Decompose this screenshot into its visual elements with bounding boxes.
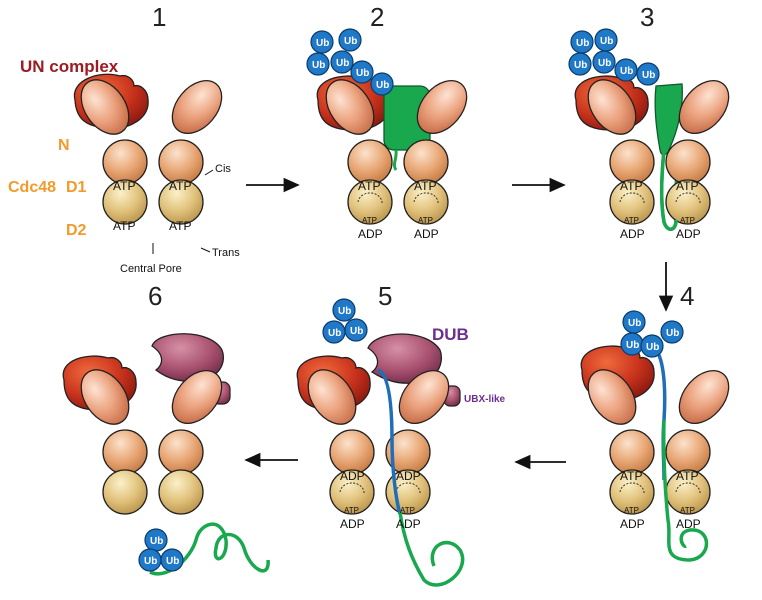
cis-pointer bbox=[204, 169, 214, 176]
ub-2d: Ub bbox=[336, 58, 349, 69]
label-n-domain: N bbox=[58, 137, 70, 154]
ub-4b: Ub bbox=[626, 340, 639, 351]
substrate-tail-2 bbox=[392, 149, 398, 171]
step-3-panel: ATP ATP ATP ADP ATP ADP Ub Ub Ub Ub Ub U… bbox=[568, 28, 740, 241]
step5-d1-left-adp: ADP bbox=[340, 469, 365, 483]
step2-d2-left-adp: ADP bbox=[358, 227, 383, 241]
step-1-panel: UN complex ATP ATP ATP ATP N Cdc48 D1 D2… bbox=[8, 57, 240, 275]
substrate-blue-5 bbox=[377, 368, 402, 515]
ub-4a: Ub bbox=[628, 318, 641, 329]
trans-pointer bbox=[200, 247, 211, 253]
substrate-green-4 bbox=[662, 419, 709, 562]
step-number-4: 4 bbox=[680, 281, 694, 311]
ub-2a: Ub bbox=[316, 38, 329, 49]
ub-chain-4: Ub Ub Ub Ub bbox=[620, 310, 684, 358]
ub-6b: Ub bbox=[144, 556, 157, 567]
ub-5b: Ub bbox=[328, 328, 341, 339]
d1-left-atp: ATP bbox=[113, 179, 135, 193]
label-un-complex: UN complex bbox=[20, 57, 119, 76]
step5-d1-right-adp: ADP bbox=[396, 469, 421, 483]
step4-d2-right-atp: ATP bbox=[680, 506, 695, 515]
step4-d2-left-adp: ADP bbox=[620, 517, 645, 531]
label-d2: D2 bbox=[66, 222, 87, 239]
step4-d2-right-adp: ADP bbox=[676, 517, 701, 531]
step5-d2-left-atp: ATP bbox=[344, 506, 359, 515]
d2-left-atp: ATP bbox=[113, 219, 135, 233]
step4-d1-right-atp: ATP bbox=[676, 469, 698, 483]
ub-5c: Ub bbox=[350, 326, 363, 337]
step2-d2-left-atp: ATP bbox=[362, 216, 377, 225]
step-number-3: 3 bbox=[640, 2, 654, 32]
ub-chain-5: Ub Ub Ub bbox=[322, 298, 368, 344]
label-cis: Cis bbox=[215, 163, 231, 175]
ub-2b: Ub bbox=[344, 36, 357, 47]
ub-2f: Ub bbox=[376, 80, 389, 91]
step-4-panel: ATP ATP ATP ADP ATP ADP Ub Ub Ub Ub bbox=[577, 310, 740, 562]
step-2-panel: ATP ATP ATP ADP ATP ADP Ub Ub Ub Ub Ub U… bbox=[306, 28, 478, 241]
step3-d1-right-atp: ATP bbox=[676, 179, 698, 193]
ub-3e: Ub bbox=[620, 66, 633, 77]
step2-d2-right-adp: ADP bbox=[414, 227, 439, 241]
ub-3a: Ub bbox=[576, 38, 589, 49]
ub-5a: Ub bbox=[338, 306, 351, 317]
step3-d2-right-adp: ADP bbox=[676, 227, 701, 241]
step-5-panel: DUB UBX-like ADP ADP ATP ADP ATP ADP Ub … bbox=[296, 298, 506, 587]
step5-d2-right-adp: ADP bbox=[396, 517, 421, 531]
step2-d2-right-atp: ATP bbox=[418, 216, 433, 225]
ub-3f: Ub bbox=[642, 70, 655, 81]
d2-right-atp: ATP bbox=[169, 219, 191, 233]
step5-d2-left-adp: ADP bbox=[340, 517, 365, 531]
step3-d2-left-atp: ATP bbox=[624, 216, 639, 225]
step3-d2-right-atp: ATP bbox=[680, 216, 695, 225]
substrate-green-5 bbox=[398, 511, 465, 587]
step-6-panel: Ub Ub Ub bbox=[62, 333, 270, 576]
ub-chain-2: Ub Ub Ub Ub Ub Ub bbox=[306, 28, 394, 96]
label-ubx-like: UBX-like bbox=[464, 394, 506, 405]
ub-4c: Ub bbox=[646, 342, 659, 353]
ub-4d: Ub bbox=[666, 328, 679, 339]
step3-d2-left-adp: ADP bbox=[620, 227, 645, 241]
step-number-2: 2 bbox=[370, 2, 384, 32]
label-cdc48: Cdc48 bbox=[8, 179, 56, 196]
step3-d1-left-atp: ATP bbox=[620, 179, 642, 193]
d1-right-atp: ATP bbox=[169, 179, 191, 193]
label-dub: DUB bbox=[432, 325, 469, 344]
label-trans: Trans bbox=[212, 247, 240, 259]
ub-6a: Ub bbox=[150, 536, 163, 547]
ub-2e: Ub bbox=[356, 68, 369, 79]
step4-d2-left-atp: ATP bbox=[624, 506, 639, 515]
step2-d1-right-atp: ATP bbox=[414, 179, 436, 193]
ub-3c: Ub bbox=[574, 60, 587, 71]
ub-chain-6: Ub Ub Ub bbox=[138, 528, 184, 572]
step4-d1-left-atp: ATP bbox=[620, 469, 642, 483]
substrate-released-6 bbox=[149, 522, 270, 576]
label-central-pore: Central Pore bbox=[120, 263, 182, 275]
ub-2c: Ub bbox=[312, 60, 325, 71]
ub-3b: Ub bbox=[600, 36, 613, 47]
step-number-5: 5 bbox=[378, 281, 392, 311]
ub-6c: Ub bbox=[166, 556, 179, 567]
step-number-6: 6 bbox=[148, 281, 162, 311]
step5-d2-right-atp: ATP bbox=[400, 506, 415, 515]
ub-chain-3: Ub Ub Ub Ub Ub Ub bbox=[568, 28, 660, 86]
ub-3d: Ub bbox=[598, 58, 611, 69]
label-d1: D1 bbox=[66, 179, 87, 196]
step2-d1-left-atp: ATP bbox=[358, 179, 380, 193]
step-number-1: 1 bbox=[152, 2, 166, 32]
